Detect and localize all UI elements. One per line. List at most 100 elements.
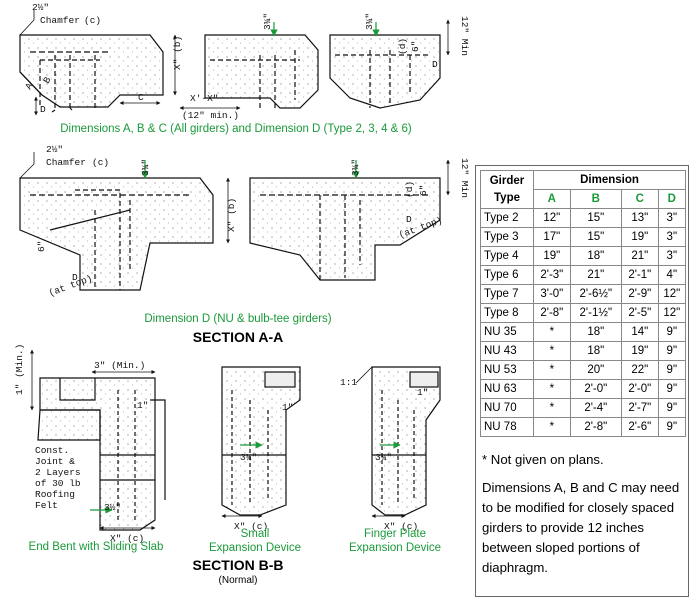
- dim-b-cell: 18": [569, 341, 622, 361]
- col-header-d: D: [657, 189, 687, 209]
- end-bent-sliding-slab-detail: [30, 349, 166, 531]
- dim-b-cell: 2'-4": [569, 398, 622, 418]
- col-header-a: A: [533, 189, 571, 209]
- dim-c-top: C: [138, 92, 144, 103]
- table-row: NU 35*18"14"9": [480, 322, 687, 342]
- const-line-2: Joint &: [35, 456, 75, 467]
- dim-c-cell: 19": [620, 227, 659, 247]
- girder-type-cell: NU 35: [480, 322, 534, 342]
- d-tag-top: (d): [397, 38, 408, 55]
- dim-b-cell: 15": [569, 227, 622, 247]
- one-q-label-right: 1": [417, 387, 428, 398]
- girder-type-cell: Type 6: [480, 265, 534, 285]
- table-row: NU 70*2'-4"2'-7"9": [480, 398, 687, 418]
- girder-type-cell: Type 8: [480, 303, 534, 323]
- dim-b-top: B: [41, 75, 54, 86]
- dim-d-cell: 3": [657, 208, 687, 228]
- dimension-header: Dimension: [533, 170, 686, 190]
- three-q-mid-right: 3¾": [350, 159, 361, 176]
- middle-left-diaphragm-detail: [19, 152, 230, 291]
- chamfer-value-mid: 2½": [46, 144, 63, 155]
- dim-d-cell: 9": [657, 341, 687, 361]
- dim-c-cell: 19": [620, 341, 659, 361]
- girder-type-header: Girder Type: [480, 170, 534, 209]
- dim-c-cell: 22": [620, 360, 659, 380]
- caption-small-1: Small: [241, 528, 270, 540]
- dim-c-cell: 21": [620, 246, 659, 266]
- three-q-bottom-right: 3¾": [375, 452, 392, 463]
- chamfer-label-mid: Chamfer: [46, 157, 86, 168]
- dim-b-cell: 18": [569, 322, 622, 342]
- caption-finger-2: Expansion Device: [349, 542, 441, 554]
- dim-a-cell: *: [533, 360, 571, 380]
- section-bb-normal: (Normal): [219, 575, 258, 586]
- section-aa-title: SECTION A-A: [193, 329, 283, 345]
- chamfer-tag-top: (c): [84, 15, 101, 26]
- const-line-3: 2 Layers: [35, 467, 81, 478]
- table-row: NU 63*2'-0"2'-0"9": [480, 379, 687, 399]
- dim-c-cell: 2'-0": [620, 379, 659, 399]
- chamfer-tag-mid: (c): [92, 157, 109, 168]
- dim-b-cell: 18": [569, 246, 622, 266]
- three-half-label: 3½": [104, 502, 121, 513]
- caption-finger-1: Finger Plate: [364, 528, 426, 540]
- top-left-diaphragm-detail: [19, 10, 241, 116]
- one-q-label-left: 1": [137, 400, 148, 411]
- twelve-min-label: (12" min.): [182, 110, 239, 121]
- dim-c-cell: 2'-1": [620, 265, 659, 285]
- girder-type-cell: Type 7: [480, 284, 534, 304]
- dim-d-cell: 9": [657, 398, 687, 418]
- caption-end-bent: End Bent with Sliding Slab: [29, 541, 164, 553]
- col-header-c: C: [620, 189, 659, 209]
- dim-d-top-left: D: [40, 104, 46, 115]
- dim-c-cell: 2'-7": [620, 398, 659, 418]
- girder-type-cell: NU 43: [480, 341, 534, 361]
- dim-a-cell: *: [533, 379, 571, 399]
- dim-a-cell: 12": [533, 208, 571, 228]
- dim-d-cell: 3": [657, 246, 687, 266]
- chamfer-value-top: 2½": [32, 2, 49, 13]
- x-b-label-mid: X" (b): [226, 198, 237, 232]
- dim-d-top-right: D: [432, 59, 438, 70]
- const-line-4: of 30 lb: [35, 478, 81, 489]
- x-b-label-top: X" (b): [172, 36, 183, 70]
- twelve-min-mid: 12" Min: [459, 158, 470, 198]
- dim-d-cell: 12": [657, 284, 687, 304]
- girder-type-cell: NU 63: [480, 379, 534, 399]
- dim-a-cell: *: [533, 341, 571, 361]
- one-q-label-mid: 1": [282, 402, 293, 413]
- const-line-5: Roofing: [35, 489, 75, 500]
- d-tag-mid: (d): [404, 181, 415, 198]
- girder-type-cell: NU 53: [480, 360, 534, 380]
- twelve-min-top: 12" Min: [459, 16, 470, 56]
- dim-b-cell: 15": [569, 208, 622, 228]
- three-q-top-right: 3¾": [364, 13, 375, 30]
- dim-d-cell: 4": [657, 265, 687, 285]
- top-right-diaphragm-detail: [329, 19, 450, 109]
- dim-b-cell: 2'-1½": [569, 303, 622, 323]
- caption-top-row: Dimensions A, B & C (All girders) and Di…: [60, 123, 412, 135]
- const-line-6: Felt: [35, 500, 58, 511]
- dim-d-cell: 3": [657, 227, 687, 247]
- dim-a-cell: 17": [533, 227, 571, 247]
- section-bb-title: SECTION B-B: [193, 557, 284, 573]
- girder-type-cell: Type 2: [480, 208, 534, 228]
- six-top: 6": [410, 41, 421, 52]
- dim-a-cell: 3'-0": [533, 284, 571, 304]
- chamfer-label-top: Chamfer: [40, 15, 80, 26]
- dim-b-cell: 21": [569, 265, 622, 285]
- three-q-mid-left: 3¾": [140, 159, 151, 176]
- dim-d-cell: 12": [657, 303, 687, 323]
- dim-a-cell: *: [533, 398, 571, 418]
- dim-a-cell: 2'-8": [533, 303, 571, 323]
- six-mid: 6": [36, 241, 47, 252]
- one-one-slope-label: 1:1: [340, 377, 357, 388]
